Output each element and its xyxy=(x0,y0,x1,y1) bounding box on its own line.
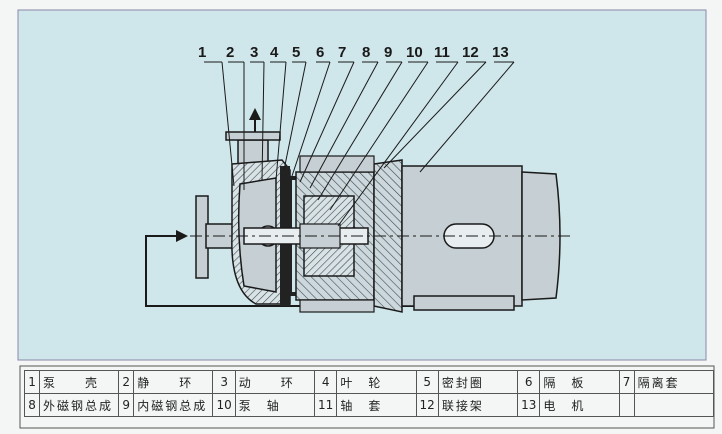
legend-number: 5 xyxy=(415,370,439,394)
legend-number: 11 xyxy=(313,393,338,417)
callout-3: 3 xyxy=(250,44,258,61)
legend-part-name: 隔 板 xyxy=(539,370,620,394)
legend-number: 2 xyxy=(118,370,135,394)
legend-number: 10 xyxy=(212,393,236,417)
callout-9: 9 xyxy=(384,44,392,61)
callout-6: 6 xyxy=(316,44,324,61)
coupling-bracket xyxy=(373,159,403,313)
legend-number: 6 xyxy=(517,370,541,394)
legend-part-name: 内磁钢总成 xyxy=(133,393,214,417)
legend-part-name xyxy=(633,393,715,417)
legend-number: 9 xyxy=(118,393,135,417)
legend-number xyxy=(618,393,635,417)
legend-part-name: 静 环 xyxy=(133,370,214,394)
discharge-nozzle xyxy=(237,139,269,165)
callout-1: 1 xyxy=(198,44,206,61)
callout-10: 10 xyxy=(406,44,423,61)
legend-number: 7 xyxy=(618,370,635,394)
legend-number: 4 xyxy=(313,370,338,394)
callout-8: 8 xyxy=(362,44,370,61)
legend-number: 13 xyxy=(517,393,541,417)
outlet-arrow-icon xyxy=(249,108,261,120)
callout-11: 11 xyxy=(434,44,450,61)
legend-part-name: 动 环 xyxy=(234,370,316,394)
legend-part-name: 轴 套 xyxy=(336,393,417,417)
legend-part-name: 密封圈 xyxy=(437,370,519,394)
legend-part-name: 联接架 xyxy=(437,393,519,417)
legend-part-name: 泵 轴 xyxy=(234,393,316,417)
legend-number: 8 xyxy=(23,393,41,417)
callout-12: 12 xyxy=(462,44,479,61)
inlet-arrow-icon xyxy=(176,230,188,242)
callout-13: 13 xyxy=(492,44,509,61)
legend-part-name: 电 机 xyxy=(539,393,620,417)
legend-part-name: 叶 轮 xyxy=(336,370,417,394)
legend-part-name: 隔离套 xyxy=(633,370,715,394)
legend-number: 12 xyxy=(415,393,439,417)
callout-4: 4 xyxy=(270,44,279,61)
callout-2: 2 xyxy=(226,44,234,61)
legend-number: 1 xyxy=(23,370,41,394)
legend-part-name: 外磁钢总成 xyxy=(39,393,120,417)
callout-5: 5 xyxy=(292,44,300,61)
legend-number: 3 xyxy=(212,370,236,394)
callout-7: 7 xyxy=(338,44,346,61)
callout-leaders xyxy=(204,61,515,227)
legend-part-name: 泵 壳 xyxy=(39,370,120,394)
